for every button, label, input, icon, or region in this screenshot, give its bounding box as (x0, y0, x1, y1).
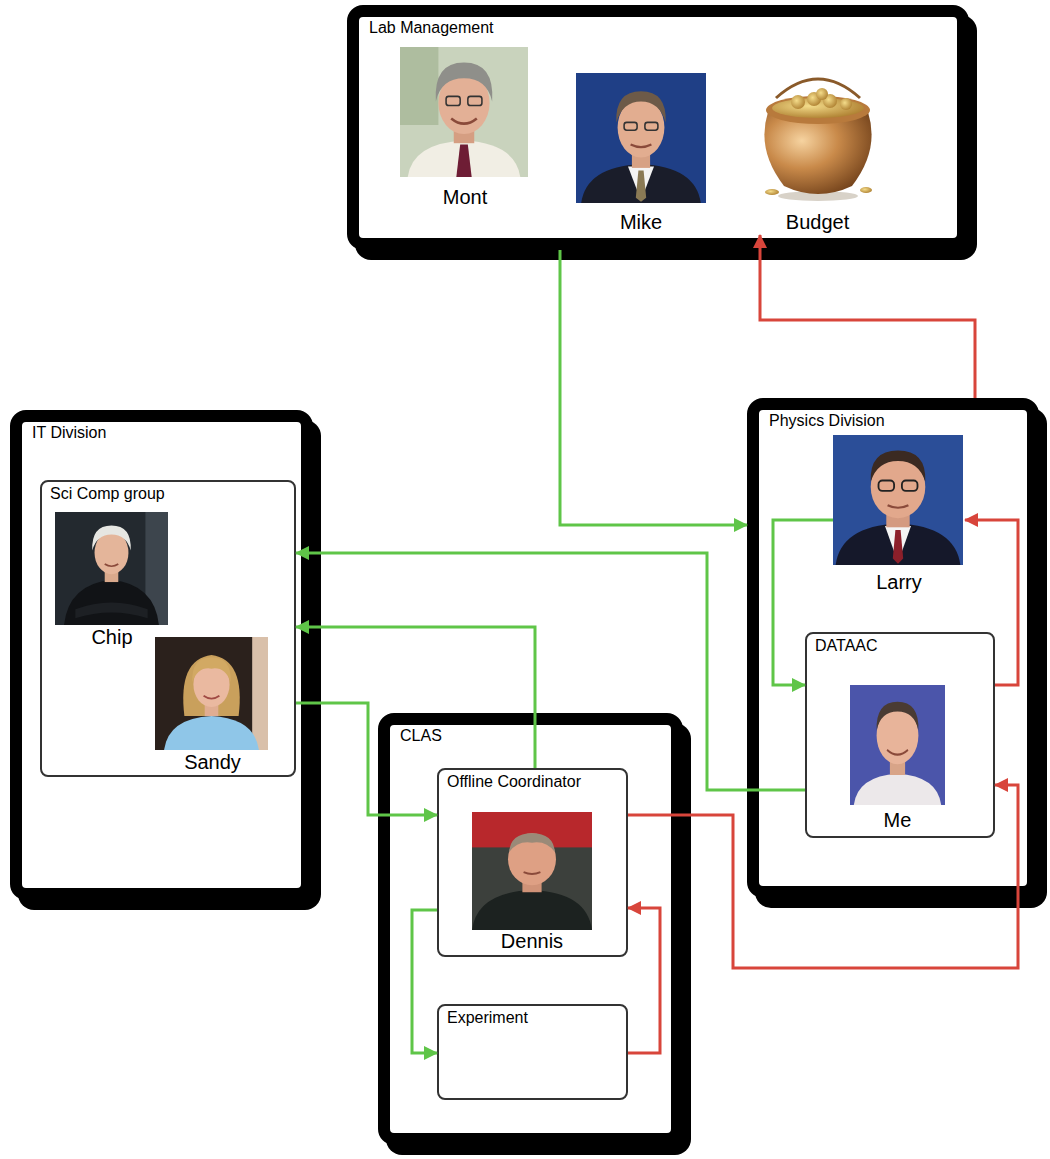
illustration-part (645, 122, 658, 130)
person-name: Sandy (182, 751, 243, 773)
illustration-part (524, 872, 541, 874)
illustration-part (850, 685, 945, 805)
illustration-part (887, 750, 908, 755)
illustration-part (252, 637, 268, 750)
group-box: Experiment (437, 1004, 628, 1100)
illustration-part (871, 451, 926, 482)
illustration-part (164, 716, 259, 750)
flow-arrow (560, 250, 747, 525)
flow-arrow (412, 910, 437, 1053)
illustration-part (468, 96, 482, 105)
illustration-part (616, 91, 666, 122)
illustration-part (451, 119, 477, 124)
illustration-part (624, 122, 637, 130)
illustration-part (879, 481, 895, 491)
illustration-part (860, 187, 872, 193)
illustration-part (204, 696, 220, 699)
box-title: CLAS (400, 726, 442, 745)
illustration-part (877, 702, 919, 731)
portrait-photo (55, 512, 168, 625)
portrait-photo (155, 637, 268, 750)
illustration-part (631, 145, 652, 148)
illustration-part (902, 481, 918, 491)
person-name: Mont (441, 186, 489, 208)
illustration-part (791, 95, 805, 109)
portrait-photo (472, 812, 592, 930)
illustration-part (105, 564, 119, 566)
illustration-part (472, 812, 592, 930)
illustration-part (456, 145, 471, 178)
illustration-part (446, 96, 460, 105)
illustration-part (472, 890, 592, 930)
illustration-part (893, 530, 903, 564)
portrait-photo (400, 47, 528, 177)
illustration-part (888, 505, 909, 508)
illustration-part (92, 526, 131, 551)
box-title: Sci Comp group (50, 484, 165, 503)
flow-arrow (628, 785, 1018, 968)
illustration-part (765, 189, 779, 195)
illustration-part (75, 602, 147, 618)
flow-arrow (965, 520, 1018, 685)
illustration-part (436, 63, 493, 102)
money-pot (764, 79, 872, 201)
person-name: Me (882, 809, 914, 831)
flow-arrow (760, 235, 975, 398)
illustration-part (854, 774, 941, 805)
person-name: Dennis (499, 930, 565, 952)
flow-arrow (296, 553, 805, 790)
illustration-part (833, 435, 963, 565)
portrait-photo (576, 73, 706, 203)
illustration-part (509, 833, 555, 852)
illustration-part (816, 88, 828, 100)
illustration-part (55, 512, 168, 625)
person-name: Chip (89, 626, 134, 648)
illustration-part (400, 47, 438, 125)
flow-arrow (296, 703, 437, 815)
portrait-photo (850, 685, 945, 805)
flow-arrow (628, 908, 660, 1053)
illustration-part (636, 171, 646, 202)
illustration-part (576, 73, 706, 203)
person-name: Larry (874, 571, 924, 593)
box-title: Experiment (447, 1008, 528, 1027)
illustration-part (581, 164, 701, 203)
flow-arrow (296, 627, 535, 768)
illustration-part (840, 98, 852, 110)
box-title: Offline Coordinator (447, 772, 581, 791)
box-title: Lab Management (369, 18, 494, 37)
illustration-part (192, 657, 231, 682)
illustration-part (64, 580, 159, 625)
flow-arrow (773, 520, 833, 685)
box-title: Physics Division (769, 411, 885, 430)
box-title: IT Division (32, 423, 106, 442)
box-title: DATAAC (815, 636, 878, 655)
illustration-part (764, 112, 871, 194)
illustration-part (836, 523, 961, 565)
illustration-part (408, 141, 521, 177)
person-name: Mike (618, 211, 664, 233)
illustration-part (183, 655, 240, 716)
illustration-part (508, 833, 556, 885)
illustration-part (400, 47, 528, 177)
portrait-photo (833, 435, 963, 565)
illustration-part (776, 79, 860, 98)
illustration-part (155, 637, 268, 750)
person-name: Budget (784, 211, 851, 233)
